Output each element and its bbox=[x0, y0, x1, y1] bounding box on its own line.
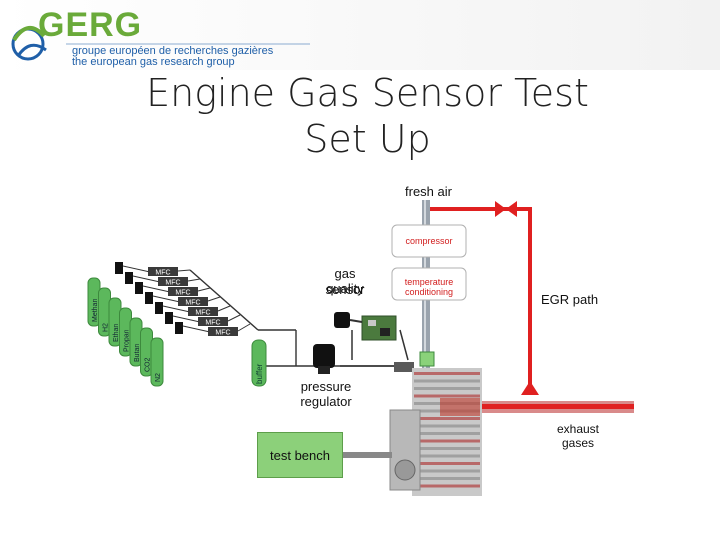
compressor-box bbox=[391, 224, 467, 258]
engine-fin bbox=[414, 432, 480, 435]
mfc-label: MFC bbox=[215, 330, 230, 337]
engine-fin bbox=[414, 454, 480, 458]
compressor-label: compressor bbox=[405, 236, 453, 246]
gas-cylinder-label: Methan bbox=[92, 299, 99, 322]
logo-tagline-fr: groupe européen de recherches gazières bbox=[72, 45, 274, 57]
engine-fin bbox=[414, 447, 480, 450]
temperature-conditioning-box bbox=[391, 267, 467, 301]
gas-cylinder-label: CO2 bbox=[145, 358, 152, 373]
gerg-logo: GERG groupe européen de recherches gaziè… bbox=[0, 0, 720, 72]
gas-cylinder-label: Propan bbox=[124, 329, 131, 352]
engine-icon bbox=[342, 368, 482, 496]
cylinder-valve-icon bbox=[145, 292, 153, 304]
gas-quality-sensor-board bbox=[334, 312, 435, 372]
mfc-label: MFC bbox=[205, 320, 220, 327]
temperature-conditioning-label-1: temperature bbox=[404, 277, 454, 287]
gas-cylinder-n2 bbox=[150, 337, 164, 387]
engine-fin bbox=[414, 379, 480, 383]
egr-path bbox=[430, 201, 634, 413]
mfc-box bbox=[158, 277, 188, 286]
logo-tagline-en: the european gas research group bbox=[72, 56, 235, 68]
pressure-regulator-label-2: regulator bbox=[300, 394, 352, 409]
engine-fin bbox=[414, 372, 480, 375]
engine-fin bbox=[414, 394, 480, 398]
gas-quality-sensor-label-1: gas quality bbox=[326, 266, 364, 296]
engine-fin bbox=[414, 484, 480, 488]
engine-fin bbox=[414, 424, 480, 428]
engine-fin bbox=[414, 477, 480, 480]
mfc-box bbox=[208, 327, 238, 336]
engine-fin bbox=[414, 439, 480, 443]
gas-cylinder-label: N2 bbox=[155, 373, 162, 382]
mfc-label: MFC bbox=[165, 280, 180, 287]
mfc-box bbox=[148, 267, 178, 276]
mfc-label: MFC bbox=[195, 310, 210, 317]
egr-path-label: EGR path bbox=[541, 292, 599, 307]
cylinder-valve-icon bbox=[175, 322, 183, 334]
egr-valve-icon bbox=[495, 201, 506, 217]
mfc-box bbox=[188, 307, 218, 316]
page-title-line-2: Set Up bbox=[304, 117, 431, 161]
test-bench-box: test bench bbox=[257, 432, 343, 478]
mfc-box bbox=[178, 297, 208, 306]
buffer-label: buffer bbox=[255, 363, 264, 384]
temperature-conditioning-label-2: conditioning bbox=[404, 287, 454, 297]
gerg-wordmark: GERG bbox=[38, 6, 142, 44]
gerg-emblem bbox=[11, 26, 47, 61]
engine-fin bbox=[414, 417, 480, 420]
engine-fin bbox=[414, 469, 480, 473]
exhaust-gases-label-1: exhaust bbox=[556, 422, 600, 436]
mfc-label: MFC bbox=[175, 290, 190, 297]
mfc-label: MFC bbox=[185, 300, 200, 307]
fresh-air-label: fresh air bbox=[405, 184, 452, 199]
pressure-regulator-icon bbox=[313, 344, 335, 374]
mfc-label: MFC bbox=[155, 270, 170, 277]
test-bench-label: test bench bbox=[270, 447, 330, 463]
cylinder-valve-icon bbox=[155, 302, 163, 314]
engine-fin bbox=[414, 462, 480, 465]
gas-quality-sensor-label-2: sensor bbox=[325, 282, 365, 297]
mfc-box bbox=[168, 287, 198, 296]
engine-fin bbox=[414, 387, 480, 390]
cylinder-valve-icon bbox=[115, 262, 123, 274]
gas-cylinder-label: Ethan bbox=[113, 324, 120, 342]
cylinder-valve-icon bbox=[135, 282, 143, 294]
cylinder-valve-icon bbox=[125, 272, 133, 284]
mfc-group: MFC MFC MFC MFC MFC MFC MFC bbox=[122, 265, 251, 337]
mfc-box bbox=[198, 317, 228, 326]
pressure-regulator-label-1: pressure bbox=[300, 379, 352, 394]
gas-cylinder-label: H2 bbox=[103, 323, 110, 332]
exhaust-gases-label-2: gases bbox=[561, 436, 595, 450]
page-title-line-1: Engine Gas Sensor Test bbox=[146, 71, 589, 115]
cylinder-valve-icon bbox=[165, 312, 173, 324]
gas-cylinder-label: Butan bbox=[134, 344, 141, 362]
buffer-cylinder: buffer bbox=[251, 339, 267, 387]
egr-arrow-icon bbox=[521, 381, 539, 395]
